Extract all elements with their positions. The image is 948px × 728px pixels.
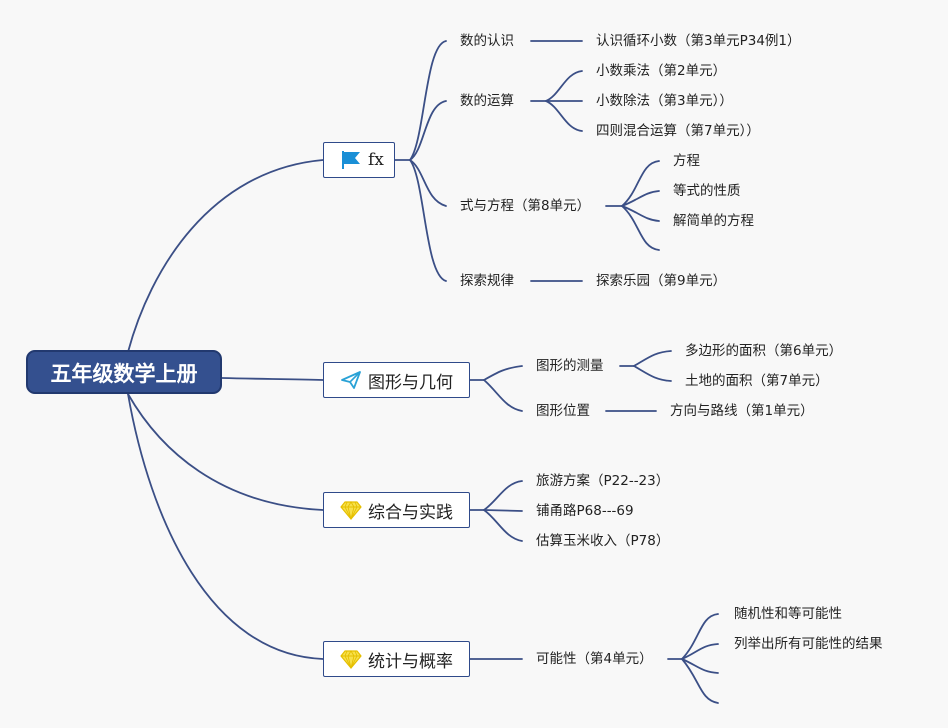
link-operation-child-3 bbox=[545, 100, 583, 132]
topic-polygon-area[interactable]: 多边形的面积（第6单元） bbox=[685, 343, 843, 359]
link-fx-equation bbox=[409, 159, 447, 207]
topic-equations[interactable]: 式与方程（第8单元） bbox=[460, 198, 591, 214]
link-possibility-child-3 bbox=[681, 658, 719, 674]
topic-recurring-decimal[interactable]: 认识循环小数（第3单元P34例1） bbox=[596, 33, 801, 49]
link-practice-child-3 bbox=[483, 509, 523, 542]
topic-solve-simple-equation[interactable]: 解简单的方程 bbox=[673, 213, 754, 229]
link-measure-child-2 bbox=[633, 365, 672, 382]
topic-number-recognition[interactable]: 数的认识 bbox=[460, 33, 514, 49]
flag-icon bbox=[340, 150, 362, 170]
paper-plane-icon bbox=[340, 370, 362, 390]
topic-direction-route[interactable]: 方向与路线（第1单元） bbox=[670, 403, 814, 419]
branch-fx-label: fx bbox=[368, 150, 384, 170]
link-equation-child-4 bbox=[621, 205, 660, 251]
link-practice-child-2 bbox=[483, 509, 523, 512]
link-operation-child-1 bbox=[545, 70, 583, 102]
topic-explore-patterns[interactable]: 探索规律 bbox=[460, 273, 514, 289]
topic-randomness[interactable]: 随机性和等可能性 bbox=[734, 606, 842, 622]
diamond-icon bbox=[340, 500, 362, 520]
link-root-stats bbox=[127, 393, 324, 660]
link-equation-child-1 bbox=[621, 160, 660, 207]
link-possibility-child-2 bbox=[681, 643, 719, 660]
topic-paved-path[interactable]: 铺甬路P68---69 bbox=[536, 503, 634, 519]
topic-mixed-operations[interactable]: 四则混合运算（第7单元）） bbox=[596, 123, 760, 139]
topic-equation[interactable]: 方程 bbox=[673, 153, 700, 169]
link-practice-child-1 bbox=[483, 480, 523, 511]
link-equation-child-2 bbox=[621, 190, 660, 207]
link-geo-position bbox=[483, 379, 523, 412]
link-measure-child-1 bbox=[633, 350, 672, 367]
topic-list-outcomes[interactable]: 列举出所有可能性的结果 bbox=[734, 636, 883, 652]
topic-decimal-multiplication[interactable]: 小数乘法（第2单元） bbox=[596, 63, 727, 79]
topic-explore-park[interactable]: 探索乐园（第9单元） bbox=[596, 273, 727, 289]
link-fx-pattern bbox=[409, 159, 447, 282]
link-geo-measure bbox=[483, 365, 523, 381]
link-possibility-child-4 bbox=[681, 658, 719, 704]
link-fx-num-recognition bbox=[409, 40, 447, 161]
link-fx-num-operation bbox=[409, 100, 447, 161]
branch-fx[interactable]: fx bbox=[323, 142, 395, 178]
topic-shape-position[interactable]: 图形位置 bbox=[536, 403, 590, 419]
branch-geometry[interactable]: 图形与几何 bbox=[323, 362, 470, 398]
root-topic[interactable]: 五年级数学上册 bbox=[26, 350, 222, 394]
link-root-fx bbox=[127, 159, 324, 353]
branch-stats-label: 统计与概率 bbox=[368, 651, 453, 672]
branch-stats[interactable]: 统计与概率 bbox=[323, 641, 470, 677]
topic-corn-income[interactable]: 估算玉米收入（P78） bbox=[536, 533, 670, 549]
branch-practice-label: 综合与实践 bbox=[368, 502, 453, 523]
topic-land-area[interactable]: 土地的面积（第7单元） bbox=[685, 373, 829, 389]
topic-possibility[interactable]: 可能性（第4单元） bbox=[536, 651, 653, 667]
root-title: 五年级数学上册 bbox=[50, 362, 198, 386]
link-root-geometry bbox=[221, 377, 324, 381]
link-equation-child-3 bbox=[621, 205, 660, 222]
topic-equality-properties[interactable]: 等式的性质 bbox=[673, 183, 741, 199]
topic-travel-plan[interactable]: 旅游方案（P22--23） bbox=[536, 473, 670, 489]
branch-practice[interactable]: 综合与实践 bbox=[323, 492, 470, 528]
link-root-practice bbox=[127, 393, 324, 511]
topic-number-operation[interactable]: 数的运算 bbox=[460, 93, 514, 109]
branch-geometry-label: 图形与几何 bbox=[368, 372, 453, 393]
topic-decimal-division[interactable]: 小数除法（第3单元）） bbox=[596, 93, 733, 109]
link-possibility-child-1 bbox=[681, 613, 719, 660]
topic-shape-measurement[interactable]: 图形的测量 bbox=[536, 358, 604, 374]
diamond-icon bbox=[340, 649, 362, 669]
